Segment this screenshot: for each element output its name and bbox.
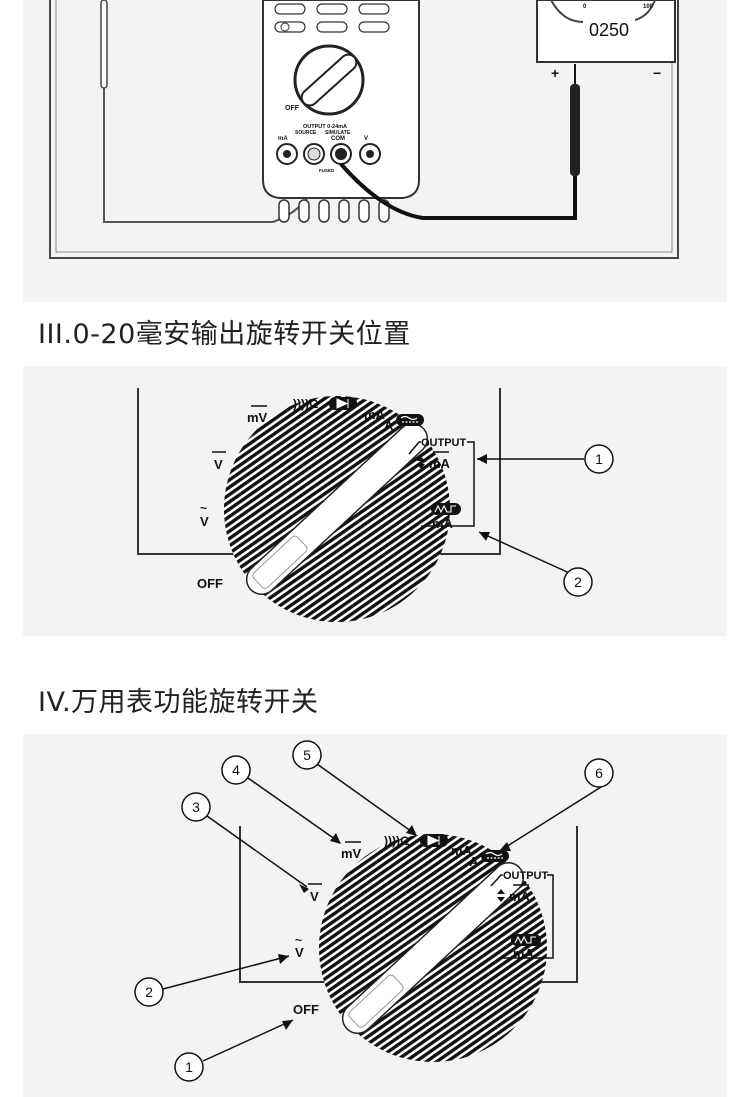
gauge-display-value: 0250 (589, 20, 629, 40)
callout-2: 2 (134, 977, 164, 1007)
svg-text:~: ~ (200, 501, 207, 515)
svg-text:~: ~ (295, 933, 302, 947)
gauge-scale-high: 100 (643, 4, 654, 10)
callout-1: 1 (174, 1052, 204, 1082)
dial-v-ac-label: V (200, 514, 209, 529)
dial-ma-label: mA (364, 407, 386, 422)
section-3-panel: OFF V ~ V mV ))))Ω mA A OUTPUT mA mA 1 (23, 366, 727, 636)
dial-mv-label: mV (247, 410, 268, 425)
transmitter-device: 0 100 0250 + − (536, 0, 676, 81)
dial-output-label: OUTPUT (421, 437, 467, 449)
dial-v-dc-label: V (214, 457, 223, 472)
callout-5: 5 (292, 740, 322, 770)
svg-text:5: 5 (303, 747, 311, 763)
meter-off-label: OFF (285, 105, 300, 112)
svg-text:4: 4 (232, 762, 240, 778)
dial-ohm-label: ))))Ω (384, 834, 410, 848)
jack-com-label: COM (331, 136, 345, 142)
dial-sim-ma-label: mA (432, 516, 454, 531)
meter-output-label: OUTPUT 0-24mA (303, 124, 347, 130)
svg-text:6: 6 (595, 765, 603, 781)
multimeter-dial-diagram: OFF V ~ V mV ))))Ω mA A OUTPUT mA mA (134, 740, 614, 1082)
jack-ma-label: mA (278, 136, 288, 142)
svg-text:2: 2 (574, 574, 582, 590)
meter-jacks (276, 143, 381, 165)
dial-off-label: OFF (293, 1002, 319, 1017)
meter-simulate-label: SIMULATE (325, 130, 351, 136)
svg-text:1: 1 (595, 451, 603, 467)
callout-3: 3 (181, 792, 211, 822)
dial-output-ma-label: mA (429, 456, 451, 471)
dial-v-dc-label: V (310, 889, 319, 904)
jack-v-label: V (364, 136, 368, 142)
section-4-panel: OFF V ~ V mV ))))Ω mA A OUTPUT mA mA (23, 734, 727, 1097)
dial-output-label: OUTPUT (503, 870, 549, 882)
left-probe-icon (100, 0, 108, 89)
svg-text:1: 1 (185, 1059, 193, 1075)
acdc-icon (396, 414, 424, 426)
dial-a-label: A (384, 418, 394, 433)
minus-terminal-label: − (653, 65, 661, 81)
meter-source-label: SOURCE (295, 130, 317, 136)
dial-off-label: OFF (197, 576, 223, 591)
callout-4: 4 (221, 755, 251, 785)
dial-a-label: A (469, 854, 479, 869)
callout-6: 6 (584, 758, 614, 788)
output-dial-diagram: OFF V ~ V mV ))))Ω mA A OUTPUT mA mA 1 (137, 388, 614, 622)
callout-2: 2 (563, 567, 593, 597)
section-3-title: III.0-20毫安输出旋转开关位置 (38, 319, 411, 350)
gauge-scale-low: 0 (583, 4, 587, 10)
section-4-title: IV.万用表功能旋转开关 (38, 687, 319, 718)
dial-v-ac-label: V (295, 945, 304, 960)
up-down-arrow-icon (497, 889, 505, 902)
right-probe-icon (570, 64, 580, 176)
meter-wiring-diagram: OFF OUTPUT 0-24mA SOURCE SIMULATE mA COM… (49, 0, 679, 259)
fused-label: FUSED (319, 168, 335, 173)
plus-terminal-label: + (551, 65, 559, 81)
dial-sim-ma-label: mA (513, 946, 535, 961)
dial-ohm-label: ))))Ω (293, 397, 319, 411)
acdc-icon (481, 850, 509, 862)
callout-1: 1 (584, 444, 614, 474)
svg-text:3: 3 (192, 799, 200, 815)
up-down-arrow-icon (417, 456, 425, 469)
top-figure-panel: OFF OUTPUT 0-24mA SOURCE SIMULATE mA COM… (23, 0, 727, 302)
svg-text:2: 2 (145, 984, 153, 1000)
multimeter-body: OFF OUTPUT 0-24mA SOURCE SIMULATE mA COM… (262, 0, 420, 223)
dial-mv-label: mV (341, 846, 362, 861)
dial-ma-label: mA (451, 843, 473, 858)
dial-output-ma-label: mA (509, 889, 531, 904)
